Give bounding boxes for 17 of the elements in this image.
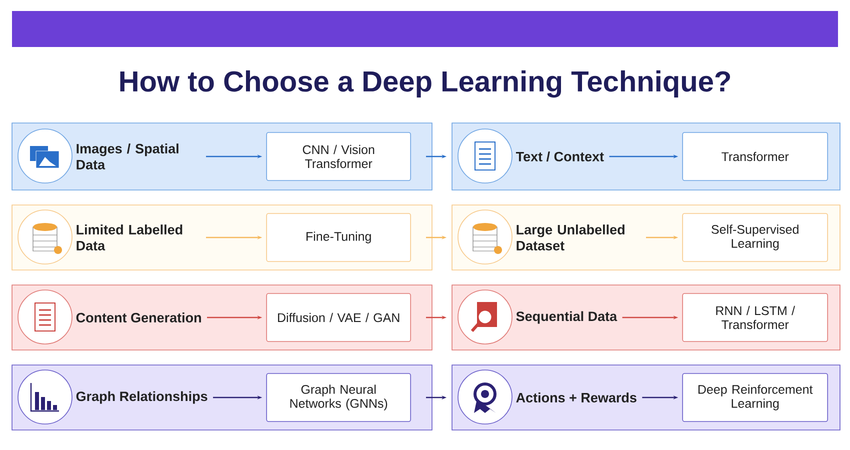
input-label: Text / Context <box>516 151 604 162</box>
input-label: Large Unlabelled Dataset <box>516 224 624 250</box>
title: How to Choose a Deep Learning Technique? <box>120 70 730 98</box>
result-box: Graph Neural Networks (GNNs) <box>266 373 411 422</box>
input-label: Sequential Data <box>516 311 618 324</box>
input-label: Content Generation <box>76 312 201 322</box>
input-label: Limited Labelled Data <box>76 224 182 250</box>
input-label: Graph Relationships <box>76 391 208 404</box>
result-box: Deep Reinforcement Learning <box>682 373 828 422</box>
result-box: RNN / LSTM / Transformer <box>682 293 828 342</box>
result-box: Fine-Tuning <box>266 213 411 262</box>
result-box: CNN / Vision Transformer <box>266 132 411 181</box>
result-box: Diffusion / VAE / GAN <box>266 293 411 342</box>
result-box: Transformer <box>682 132 828 181</box>
input-label: Images / Spatial Data <box>76 144 178 170</box>
input-label: Actions + Rewards <box>516 392 636 402</box>
result-box: Self-Supervised Learning <box>682 213 828 262</box>
